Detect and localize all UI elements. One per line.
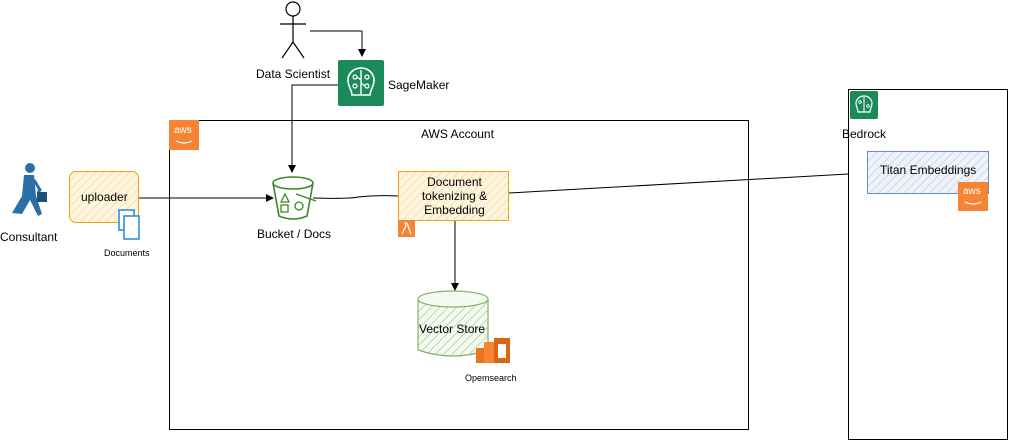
documents-label: Documents [104,248,150,258]
processor-label-line2: tokenizing & [421,189,488,203]
aws-account-container[interactable] [169,120,749,430]
processor-label-line3: Embedding [424,203,485,217]
lambda-icon [398,220,415,237]
document-processor-box[interactable]: Document tokenizing & Embedding [398,171,509,221]
bedrock-container[interactable] [848,89,1008,440]
titan-aws-logo-text: aws [963,186,981,197]
vector-store-label: Vector Store [419,322,486,336]
opensearch-label: Opemsearch [465,373,517,383]
bedrock-icon [850,91,878,119]
edge-bucket-processor [312,195,399,199]
edge-scientist-sagemaker [310,30,366,57]
aws-logo-text: aws [174,125,192,136]
processor-label-line1: Document [427,175,482,189]
titan-aws-logo-icon: aws [958,182,988,211]
titan-embeddings-label: Titan Embeddings [880,163,977,177]
aws-account-title: AWS Account [421,127,494,141]
sagemaker-label: SageMaker [388,78,450,92]
aws-logo-icon: aws [169,120,199,150]
bedrock-label: Bedrock [842,127,887,141]
sagemaker-icon [338,60,384,106]
bucket-label: Bucket / Docs [257,227,332,241]
uploader-box[interactable]: uploader [69,171,139,223]
uploader-label: uploader [81,190,128,204]
data-scientist-label: Data Scientist [256,67,331,81]
edge-processor-titan [508,173,849,194]
edge-sagemaker-bucket [288,84,338,173]
consultant-label: Consultant [0,230,58,244]
